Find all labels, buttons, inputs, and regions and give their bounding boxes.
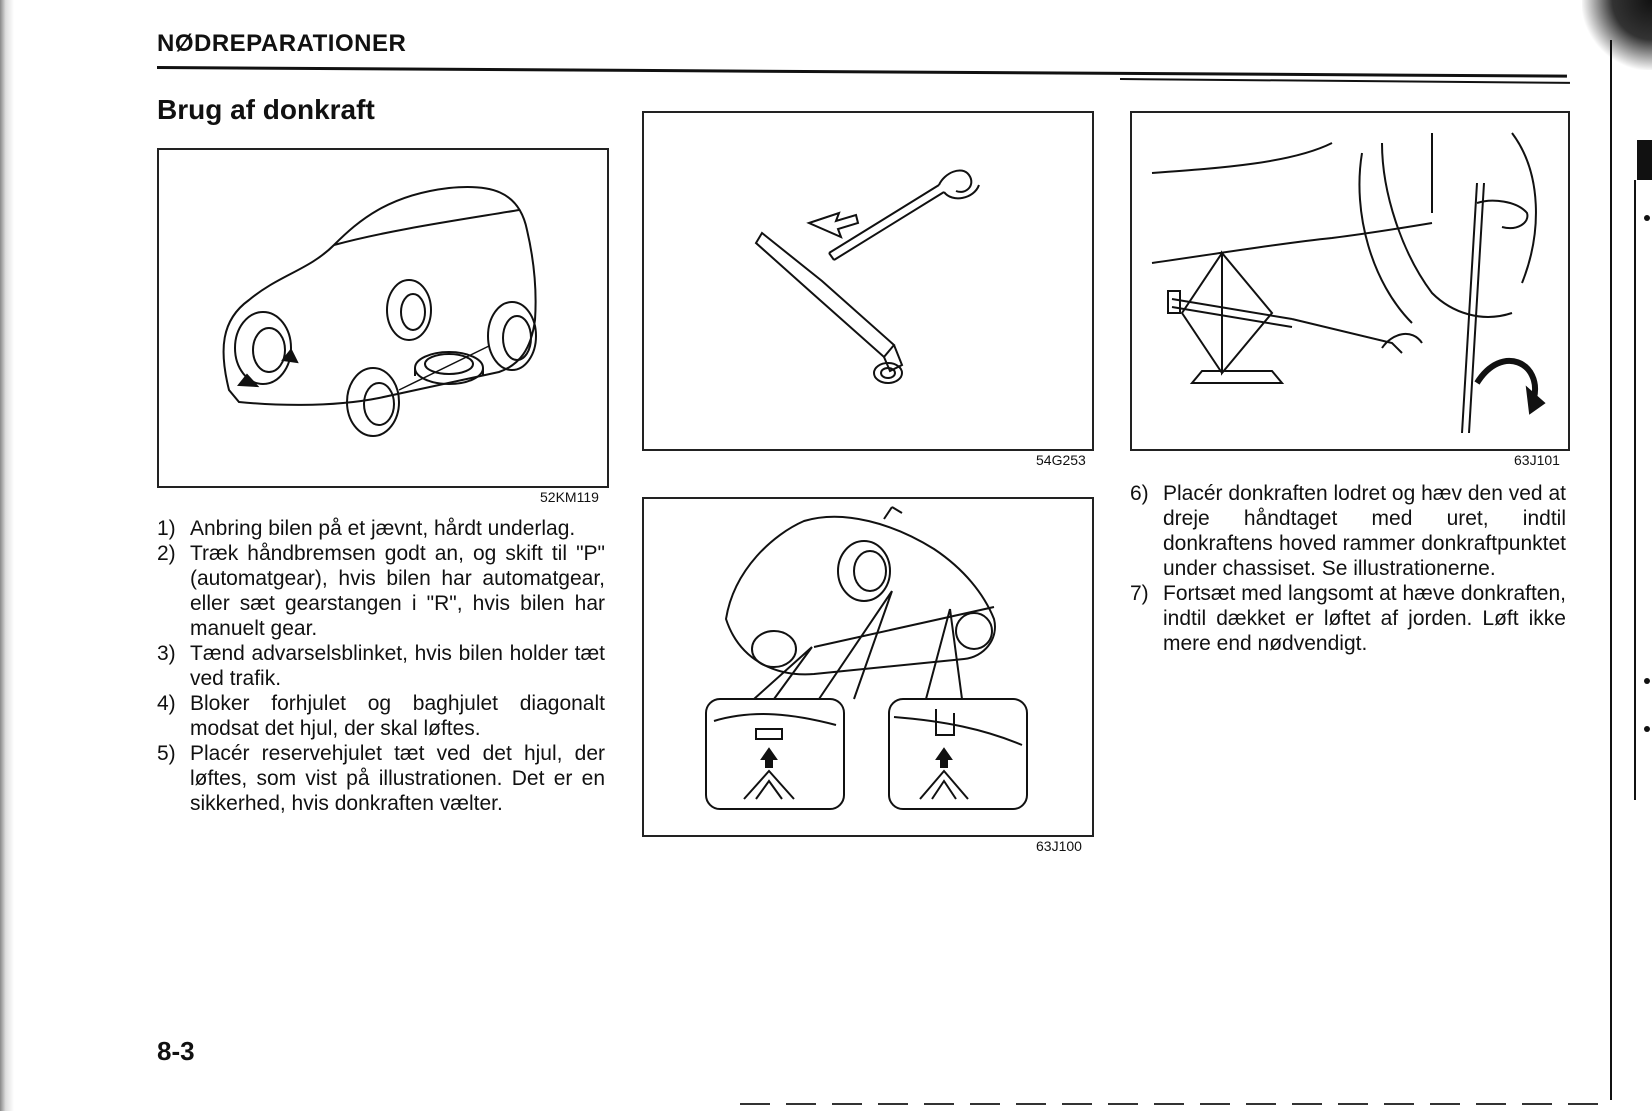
step-item: 7) Fortsæt med langsomt at hæve donkrafte… (1130, 581, 1566, 656)
header-rule (156, 66, 1567, 78)
step-text: Anbring bilen på et jævnt, hårdt underla… (190, 517, 576, 540)
next-page-bullet (1644, 678, 1650, 684)
figure-jacking-points (642, 497, 1094, 837)
step-text: Placér reservehjulet tæt ved det hjul, d… (190, 742, 605, 815)
page-corner-shadow (1582, 0, 1652, 70)
figure-code: 63J100 (1036, 838, 1082, 854)
figure-code: 52KM119 (540, 489, 599, 505)
next-page-tab (1637, 140, 1652, 180)
page-gutter (1600, 0, 1652, 1111)
figure-code: 63J101 (1514, 452, 1560, 468)
step-item: 4) Bloker forhjulet og baghjulet diagonal… (157, 691, 605, 741)
next-page-bullet (1644, 726, 1650, 732)
steps-list-left: 1) Anbring bilen på et jævnt, hårdt under… (157, 516, 605, 816)
step-text: Tænd advarselsblinket, hvis bilen holder… (190, 642, 605, 690)
step-text: Fortsæt med langsomt at hæve donkraften,… (1163, 582, 1566, 655)
next-page-edge (1634, 180, 1636, 800)
jacking-points-illustration (705, 506, 1028, 810)
page-bottom-edge (740, 1103, 1610, 1105)
page-edge-shadow (0, 0, 14, 1111)
chapter-header: NØDREPARATIONER (157, 30, 407, 57)
figure-jacking-operation (1130, 111, 1570, 451)
step-text: Træk håndbremsen godt an, og skift til "… (190, 542, 605, 640)
steps-list-right: 6) Placér donkraften lodret og hæv den ve… (1130, 481, 1566, 656)
step-text: Bloker forhjulet og baghjulet diagonalt … (190, 692, 605, 740)
tools-illustration (754, 169, 980, 384)
figure-car-spare-wheel (157, 148, 609, 488)
step-number: 3) (157, 642, 176, 665)
step-number: 5) (157, 742, 176, 765)
step-item: 1) Anbring bilen på et jævnt, hårdt under… (157, 516, 605, 541)
figure-tools (642, 111, 1094, 451)
step-item: 2) Træk håndbremsen godt an, og skift til… (157, 541, 605, 641)
next-page-bullet (1644, 215, 1650, 221)
binding-spine (1610, 40, 1612, 1100)
car-illustration (222, 185, 537, 437)
step-number: 2) (157, 542, 176, 565)
header-rule-overlap (1119, 78, 1570, 84)
step-number: 1) (157, 517, 176, 540)
section-title: Brug af donkraft (157, 94, 375, 125)
step-text: Placér donkraften lodret og hæv den ved … (1163, 482, 1566, 580)
jacking-operation-illustration (1151, 132, 1546, 434)
page-number: 8-3 (157, 1036, 195, 1066)
step-number: 7) (1130, 582, 1149, 605)
step-item: 5) Placér reservehjulet tæt ved det hjul,… (157, 741, 605, 816)
step-item: 3) Tænd advarselsblinket, hvis bilen hold… (157, 641, 605, 691)
step-number: 4) (157, 692, 176, 715)
step-number: 6) (1130, 482, 1149, 505)
figure-code: 54G253 (1036, 452, 1086, 468)
step-item: 6) Placér donkraften lodret og hæv den ve… (1130, 481, 1566, 581)
